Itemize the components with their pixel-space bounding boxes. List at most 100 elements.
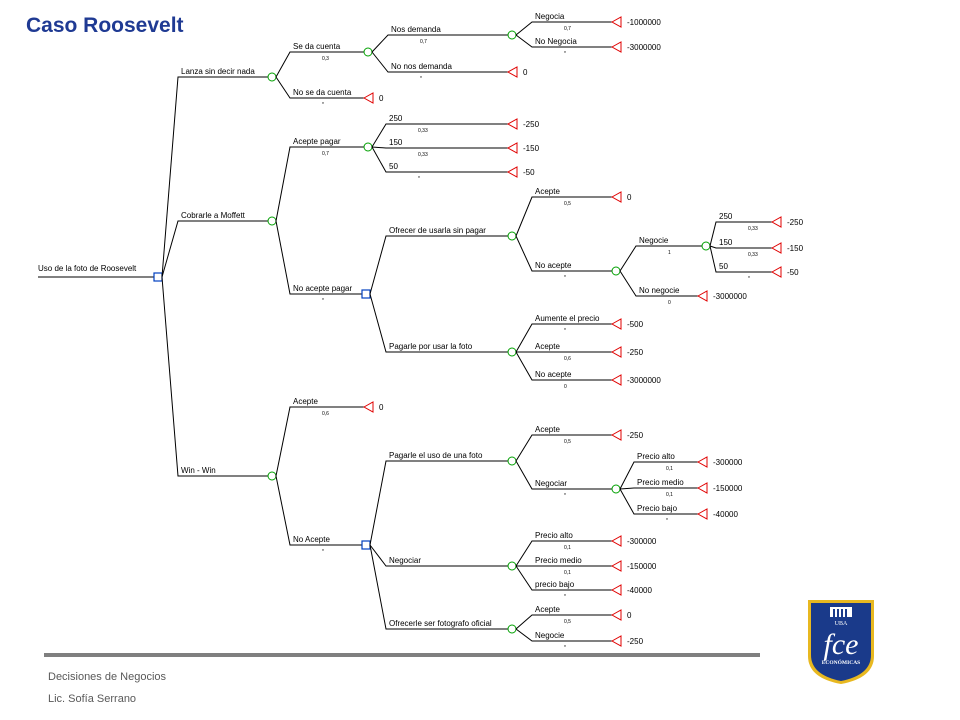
branch-line <box>369 293 508 353</box>
branch-label: No Negocia <box>535 37 577 46</box>
branch-probability: * <box>748 276 750 282</box>
decision-node <box>361 289 371 299</box>
root-label: Uso de la foto de Roosevelt <box>38 264 137 273</box>
terminal-node <box>696 290 708 302</box>
branch-probability: 0 <box>564 384 567 390</box>
branch-line <box>619 488 698 515</box>
payoff-value: -250 <box>627 637 644 646</box>
payoff-value: -150 <box>523 144 540 153</box>
payoff-value: -250 <box>627 348 644 357</box>
branch-line <box>369 544 508 567</box>
branch-probability: 0,33 <box>418 128 428 134</box>
branch-probability: 0,1 <box>564 570 571 576</box>
branch-label: 50 <box>719 262 728 271</box>
terminal-node <box>770 242 782 254</box>
terminal-node <box>362 401 374 413</box>
branch-line <box>515 460 612 490</box>
branch-label: Ofrecerle ser fotografo oficial <box>389 619 492 628</box>
branch-probability: * <box>564 51 566 57</box>
terminal-node <box>610 374 622 386</box>
branch-line <box>371 51 508 73</box>
chance-node <box>267 72 277 82</box>
chance-node <box>507 347 517 357</box>
terminal-node <box>696 456 708 468</box>
branch-probability: * <box>418 176 420 182</box>
chance-node <box>363 47 373 57</box>
branch-label: Negociar <box>535 479 567 488</box>
payoff-value: -40000 <box>713 510 738 519</box>
branch-line <box>275 475 362 546</box>
payoff-value: -40000 <box>627 586 652 595</box>
branch-label: Aumente el precio <box>535 314 600 323</box>
payoff-value: -300000 <box>627 537 657 546</box>
payoff-value: 0 <box>379 94 384 103</box>
branch-label: No se da cuenta <box>293 88 352 97</box>
branch-line <box>709 221 772 247</box>
branch-line <box>369 460 508 546</box>
logo-shield-inner <box>811 603 871 681</box>
branch-label: No acepte <box>535 370 572 379</box>
decision-node <box>361 540 371 550</box>
branch-line <box>709 245 772 273</box>
branch-label: Acepte <box>535 425 560 434</box>
payoff-value: -250 <box>787 218 804 227</box>
branch-label: 250 <box>719 212 733 221</box>
branch-probability: 0,1 <box>666 492 673 498</box>
branch-line <box>275 406 364 477</box>
branch-label: 150 <box>719 238 733 247</box>
terminal-node <box>506 66 518 78</box>
terminal-node <box>610 535 622 547</box>
branch-probability: * <box>564 493 566 499</box>
branch-probability: * <box>564 275 566 281</box>
branch-label: No nos demanda <box>391 62 452 71</box>
payoff-value: -3000000 <box>627 376 661 385</box>
branch-line <box>709 245 772 249</box>
branch-label: Acepte <box>535 187 560 196</box>
logo-top-text: UBA <box>835 621 848 627</box>
branch-label: Precio medio <box>535 556 582 565</box>
branch-line <box>515 628 612 642</box>
branch-line <box>515 434 612 462</box>
branch-probability: 0,5 <box>564 201 571 207</box>
branch-probability: 0,7 <box>420 39 427 45</box>
terminal-node <box>696 508 708 520</box>
terminal-node <box>770 216 782 228</box>
branch-label: Negocie <box>639 236 669 245</box>
branch-label: Acepte pagar <box>293 137 341 146</box>
chance-node <box>611 484 621 494</box>
chance-node <box>507 231 517 241</box>
payoff-value: -3000000 <box>627 43 661 52</box>
branch-label: Se da cuenta <box>293 42 341 51</box>
branch-probability: 1 <box>668 250 671 256</box>
branch-label: No acepte <box>535 261 572 270</box>
branch-line <box>515 196 612 237</box>
branch-label: Negocia <box>535 12 565 21</box>
branch-probability: * <box>322 549 324 555</box>
payoff-value: 0 <box>523 68 528 77</box>
terminal-node <box>506 166 518 178</box>
terminal-node <box>610 584 622 596</box>
branch-probability: 0,5 <box>564 619 571 625</box>
chance-node <box>267 216 277 226</box>
branch-probability: 0,33 <box>748 226 758 232</box>
chance-node <box>507 30 517 40</box>
branch-label: 150 <box>389 138 403 147</box>
payoff-value: -150000 <box>627 562 657 571</box>
chance-node <box>363 142 373 152</box>
terminal-node <box>610 16 622 28</box>
branch-probability: * <box>420 76 422 82</box>
branch-line <box>161 76 268 278</box>
branch-probability: 0 <box>668 300 671 306</box>
branch-label: Ofrecer de usarla sin pagar <box>389 226 486 235</box>
branch-line <box>619 245 702 272</box>
branch-line <box>515 540 612 567</box>
terminal-node <box>610 635 622 647</box>
chance-node <box>507 456 517 466</box>
branch-line <box>371 34 508 53</box>
branch-label: 50 <box>389 162 398 171</box>
branch-label: No Acepte <box>293 535 330 544</box>
branch-label: No acepte pagar <box>293 284 352 293</box>
branch-probability: 0,6 <box>564 356 571 362</box>
payoff-value: 0 <box>379 403 384 412</box>
branch-label: 250 <box>389 114 403 123</box>
